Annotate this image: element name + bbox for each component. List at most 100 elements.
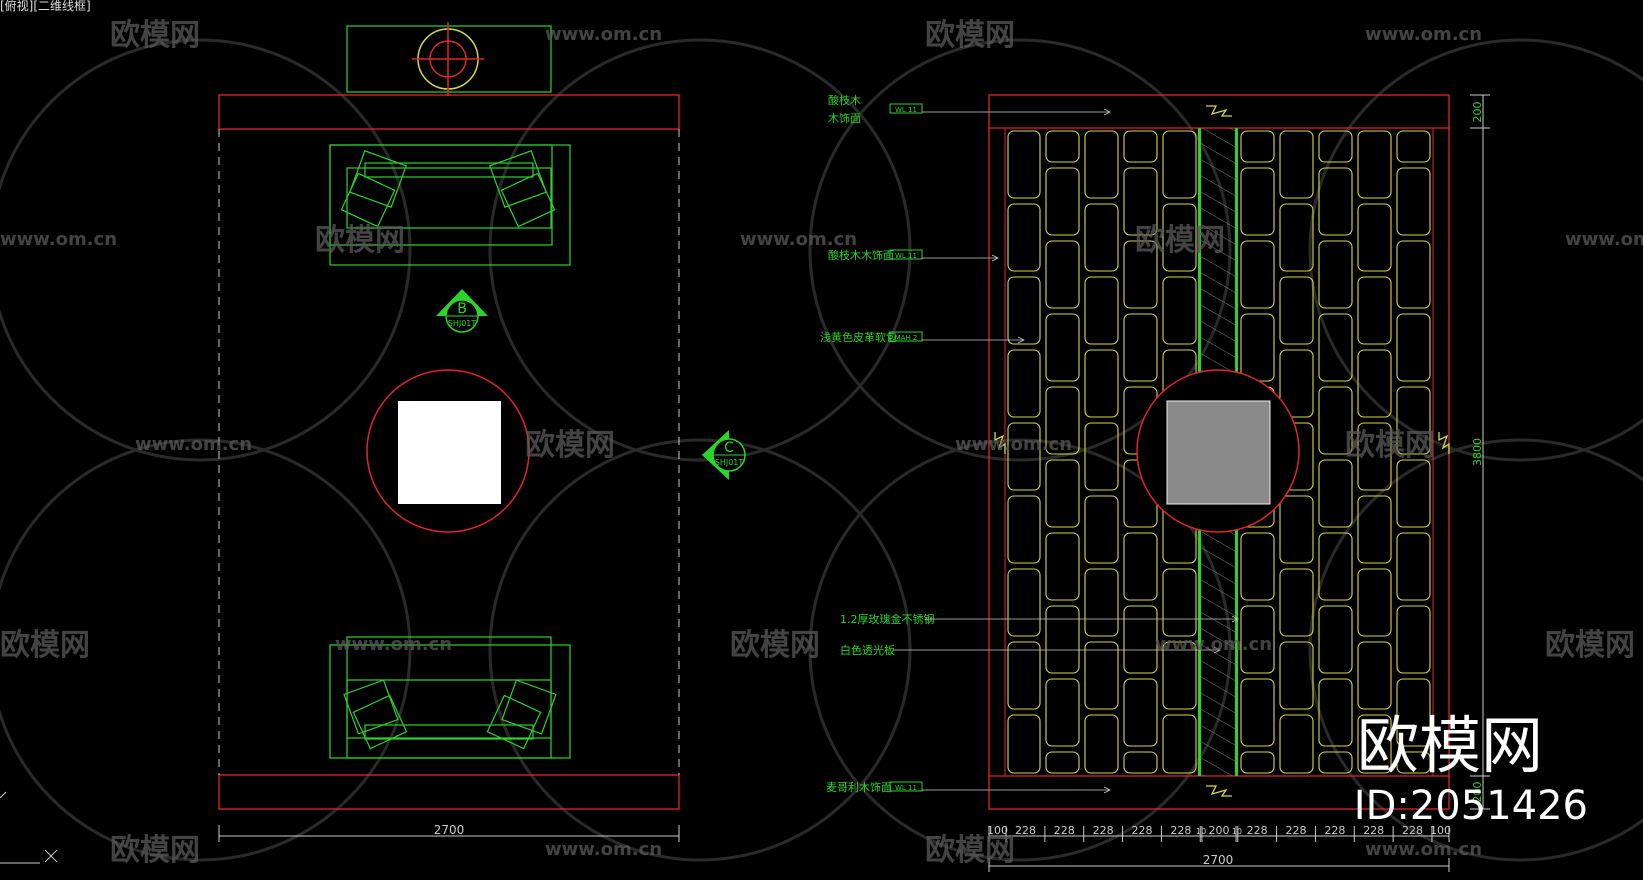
section-mark-c: C SHJ01T xyxy=(702,430,746,480)
leather-panel xyxy=(1357,276,1392,345)
plan-view: B SHJ01T C SHJ01T 2700 xyxy=(0,22,746,864)
segment-dim-label: 10 xyxy=(1196,827,1206,836)
leather-panel xyxy=(1279,495,1314,564)
vertical-dim-top: 200 xyxy=(1471,102,1484,123)
leather-panel xyxy=(1084,130,1119,199)
viewport-label[interactable]: [俯视][二维线框] xyxy=(0,0,91,13)
section-mark-b-ref: SHJ01T xyxy=(448,319,477,328)
leather-panel xyxy=(1007,714,1041,774)
leather-panel xyxy=(1084,495,1119,564)
leather-panel xyxy=(1007,130,1041,199)
leather-panel xyxy=(1357,495,1392,564)
elevation-height-dimension xyxy=(1470,94,1490,810)
segment-dim-label: 100 xyxy=(1430,824,1451,837)
watermark-text: www.om.cn xyxy=(545,839,662,860)
leather-panel xyxy=(1357,130,1392,199)
sofa-top xyxy=(329,144,571,266)
leather-panel xyxy=(1318,678,1353,747)
leather-panel xyxy=(1240,605,1275,674)
leather-panel xyxy=(1240,240,1275,309)
segment-dim-label: 228 xyxy=(1015,824,1036,837)
round-table xyxy=(366,369,530,533)
leather-panel xyxy=(1357,203,1392,272)
annotation-5-text: 白色透光板 xyxy=(840,643,895,657)
watermark-text: www.om.cn xyxy=(0,229,117,250)
leather-panel xyxy=(1279,349,1314,418)
watermark-text: www.om.cn xyxy=(545,24,662,45)
ceiling-lamp-box xyxy=(346,25,552,93)
leather-panel xyxy=(1045,459,1080,528)
leather-panel xyxy=(1084,568,1119,637)
leather-panel xyxy=(1045,678,1080,747)
segment-dim-label: 228 xyxy=(1054,824,1075,837)
annotation-1-text: 酸枝木 xyxy=(828,93,861,107)
leather-panel xyxy=(1279,568,1314,637)
leather-panel xyxy=(1007,203,1041,272)
annotation-6: 麦哥利木饰面 WL 11 xyxy=(826,780,1111,794)
watermark-arc xyxy=(1308,38,1643,462)
annotation-2-code: WL 11 xyxy=(895,252,917,260)
segment-dim-label: 228 xyxy=(1286,824,1307,837)
leather-panel xyxy=(1084,276,1119,345)
top-wall-band xyxy=(218,94,680,130)
leather-panel xyxy=(1318,167,1353,236)
leather-panel xyxy=(1162,130,1197,199)
watermark-text: 欧模网 xyxy=(525,428,615,463)
plan-width-label: 2700 xyxy=(434,823,465,837)
leather-panel xyxy=(1357,568,1392,637)
watermark-text: www.om.cn xyxy=(335,634,452,655)
annotation-1-code: WL 11 xyxy=(895,106,917,114)
leather-panel xyxy=(1396,532,1431,601)
leather-panel xyxy=(1084,422,1119,491)
annotation-1-text2: 木饰面 xyxy=(828,111,861,125)
leather-panel xyxy=(1240,130,1275,163)
watermark-text: www.om.cn xyxy=(135,434,252,455)
table-square-top xyxy=(398,401,501,504)
leather-panel xyxy=(1123,751,1158,774)
segment-dim-label: 228 xyxy=(1131,824,1152,837)
leather-panel xyxy=(1123,605,1158,674)
segment-dim-label: 228 xyxy=(1363,824,1384,837)
section-mark-c-letter: C xyxy=(724,440,734,456)
segment-dim-label: 228 xyxy=(1324,824,1345,837)
leather-panel xyxy=(1240,678,1275,747)
watermark-text: www.om.cn xyxy=(1565,229,1643,250)
leather-panel xyxy=(1318,313,1353,382)
leather-panel xyxy=(1318,240,1353,309)
leather-panel xyxy=(1279,276,1314,345)
segment-dim-label: 228 xyxy=(1247,824,1268,837)
watermark-text: 欧模网 xyxy=(315,223,405,258)
watermark-arc xyxy=(0,38,412,462)
leather-panel xyxy=(1162,276,1197,345)
leather-panel xyxy=(1045,130,1080,163)
leather-panel xyxy=(1162,641,1197,710)
leather-panel xyxy=(1240,532,1275,601)
annotation-2-text: 酸枝木木饰面 xyxy=(828,248,894,262)
leather-panel xyxy=(1045,532,1080,601)
segment-dim-label: 100 xyxy=(987,824,1008,837)
leather-panel xyxy=(1318,130,1353,163)
break-symbol-icon xyxy=(994,105,1450,797)
annotation-5: 白色透光板 xyxy=(840,643,1221,657)
leather-panel xyxy=(1318,459,1353,528)
leather-panel xyxy=(1007,349,1041,418)
leather-panel xyxy=(1007,276,1041,345)
brand-logo-text: 欧模网 xyxy=(1356,709,1543,782)
annotation-6-code: WL 11 xyxy=(895,784,917,792)
leather-panel xyxy=(1279,641,1314,710)
segment-dim-label: 228 xyxy=(1093,824,1114,837)
leather-panel xyxy=(1318,605,1353,674)
section-mark-c-ref: SHJ01T xyxy=(715,458,744,467)
vertical-dim-bottom: 200 xyxy=(1471,782,1484,803)
leather-panel xyxy=(1357,422,1392,491)
annotation-1: 酸枝木 木饰面 WL 11 xyxy=(828,93,1111,125)
annotation-4-text: 1.2厚玫瑰金不锈钢 xyxy=(840,612,935,626)
leather-panel xyxy=(1123,167,1158,236)
watermark-text: 欧模网 xyxy=(1545,628,1635,663)
ceiling-lamp-icon xyxy=(412,22,484,96)
leather-panel xyxy=(1007,568,1041,637)
leather-panel xyxy=(1240,313,1275,382)
